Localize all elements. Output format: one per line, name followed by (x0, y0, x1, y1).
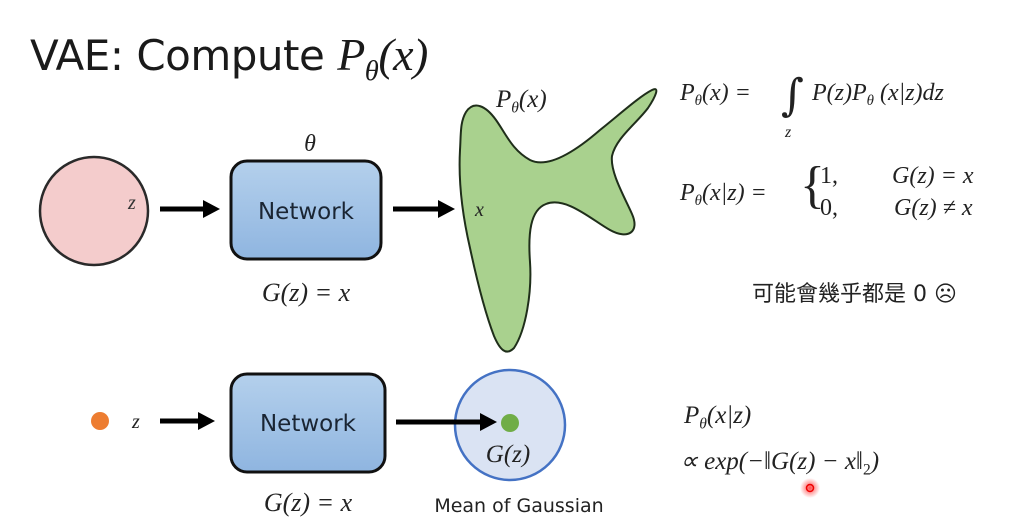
arrow-icon (393, 200, 455, 218)
latent-label-z: z (127, 192, 136, 214)
case-1-condition-text: G(z) = x (892, 163, 974, 189)
case-1-condition: G(z) = x (892, 163, 974, 190)
arrow-icon (160, 412, 215, 430)
dist-label-arg: (x) (518, 86, 547, 113)
marginal-equation: Pθ(x) = (680, 80, 751, 110)
eq1-rhs-sub: θ (866, 93, 874, 110)
mapping-label-bottom: G(z) = x (264, 488, 353, 517)
dist-label-p: P (496, 86, 512, 113)
distribution-shape (458, 88, 658, 353)
integral-subscript: z (785, 124, 792, 141)
arrow-icon (396, 413, 497, 431)
network-box-bottom (229, 372, 387, 474)
gaussian-caption: Mean of Gaussian (434, 495, 603, 517)
network-box-top (229, 159, 383, 261)
title-math-arg: (x) (378, 29, 428, 80)
network-label-bottom: Network (260, 411, 357, 437)
case-1-value: 1, (820, 163, 838, 189)
eq3-line2-sub: 2 (862, 461, 871, 479)
arrow-icon (160, 200, 220, 218)
eq1-lhs-arg: (x) = (701, 80, 751, 106)
distribution-label: Pθ(x) (496, 86, 547, 117)
eq3-arg: (x|z) (706, 402, 752, 429)
eq3-line2-end: ) (870, 448, 880, 475)
conditional-equation-lhs: Pθ(x|z) = (680, 180, 767, 210)
eq1-rhs-arg: (x|z)dz (879, 80, 944, 106)
case-2-condition: G(z) ≠ x (894, 195, 972, 222)
integral-sign: ∫ (781, 70, 804, 121)
slide-title-text: VAE: Compute (30, 31, 338, 80)
title-math-p: P (337, 29, 365, 80)
eq1-rhs: P(z)P (812, 80, 867, 106)
mapping-label-top: G(z) = x (262, 278, 351, 307)
eq3-p: P (684, 402, 700, 429)
note-almost-zero: 可能會幾乎都是 0 ☹ (752, 282, 957, 307)
gaussian-mean-dot (501, 414, 519, 432)
slide-title: VAE: Compute Pθ(x) (30, 28, 428, 88)
case-2-condition-text: G(z) ≠ x (894, 195, 973, 221)
marginal-rhs: P(z)Pθ (x|z)dz (812, 80, 944, 110)
gaussian-equation-line1: Pθ(x|z) (684, 402, 751, 433)
network-label-top: Network (258, 199, 355, 225)
cursor-icon (805, 483, 815, 493)
eq1-lhs-sub: θ (694, 93, 702, 110)
point-label-x: x (474, 199, 484, 221)
gaussian-equation-line2: ∝ exp(−‖G(z) − x‖2) (680, 446, 879, 479)
eq3-line2: ∝ exp(−‖G(z) − x‖ (680, 448, 863, 475)
cases-brace: { (800, 157, 825, 214)
slide-title-math: Pθ(x) (337, 29, 428, 87)
title-math-sub: θ (364, 55, 379, 87)
case-2-value: 0, (820, 195, 838, 221)
eq2-lhs-sub: θ (694, 193, 702, 210)
dist-label-sub: θ (511, 99, 519, 117)
eq2-lhs: P (680, 180, 695, 206)
eq1-lhs: P (680, 80, 695, 106)
theta-label: θ (304, 131, 316, 157)
latent-space-circle (38, 155, 150, 267)
latent-label-z-bottom: z (131, 411, 140, 433)
mean-label: G(z) (486, 441, 530, 468)
eq3-sub: θ (699, 415, 707, 433)
latent-point-dot (91, 412, 109, 430)
eq2-lhs-arg: (x|z) = (701, 180, 767, 206)
cursor-glow (800, 478, 820, 498)
